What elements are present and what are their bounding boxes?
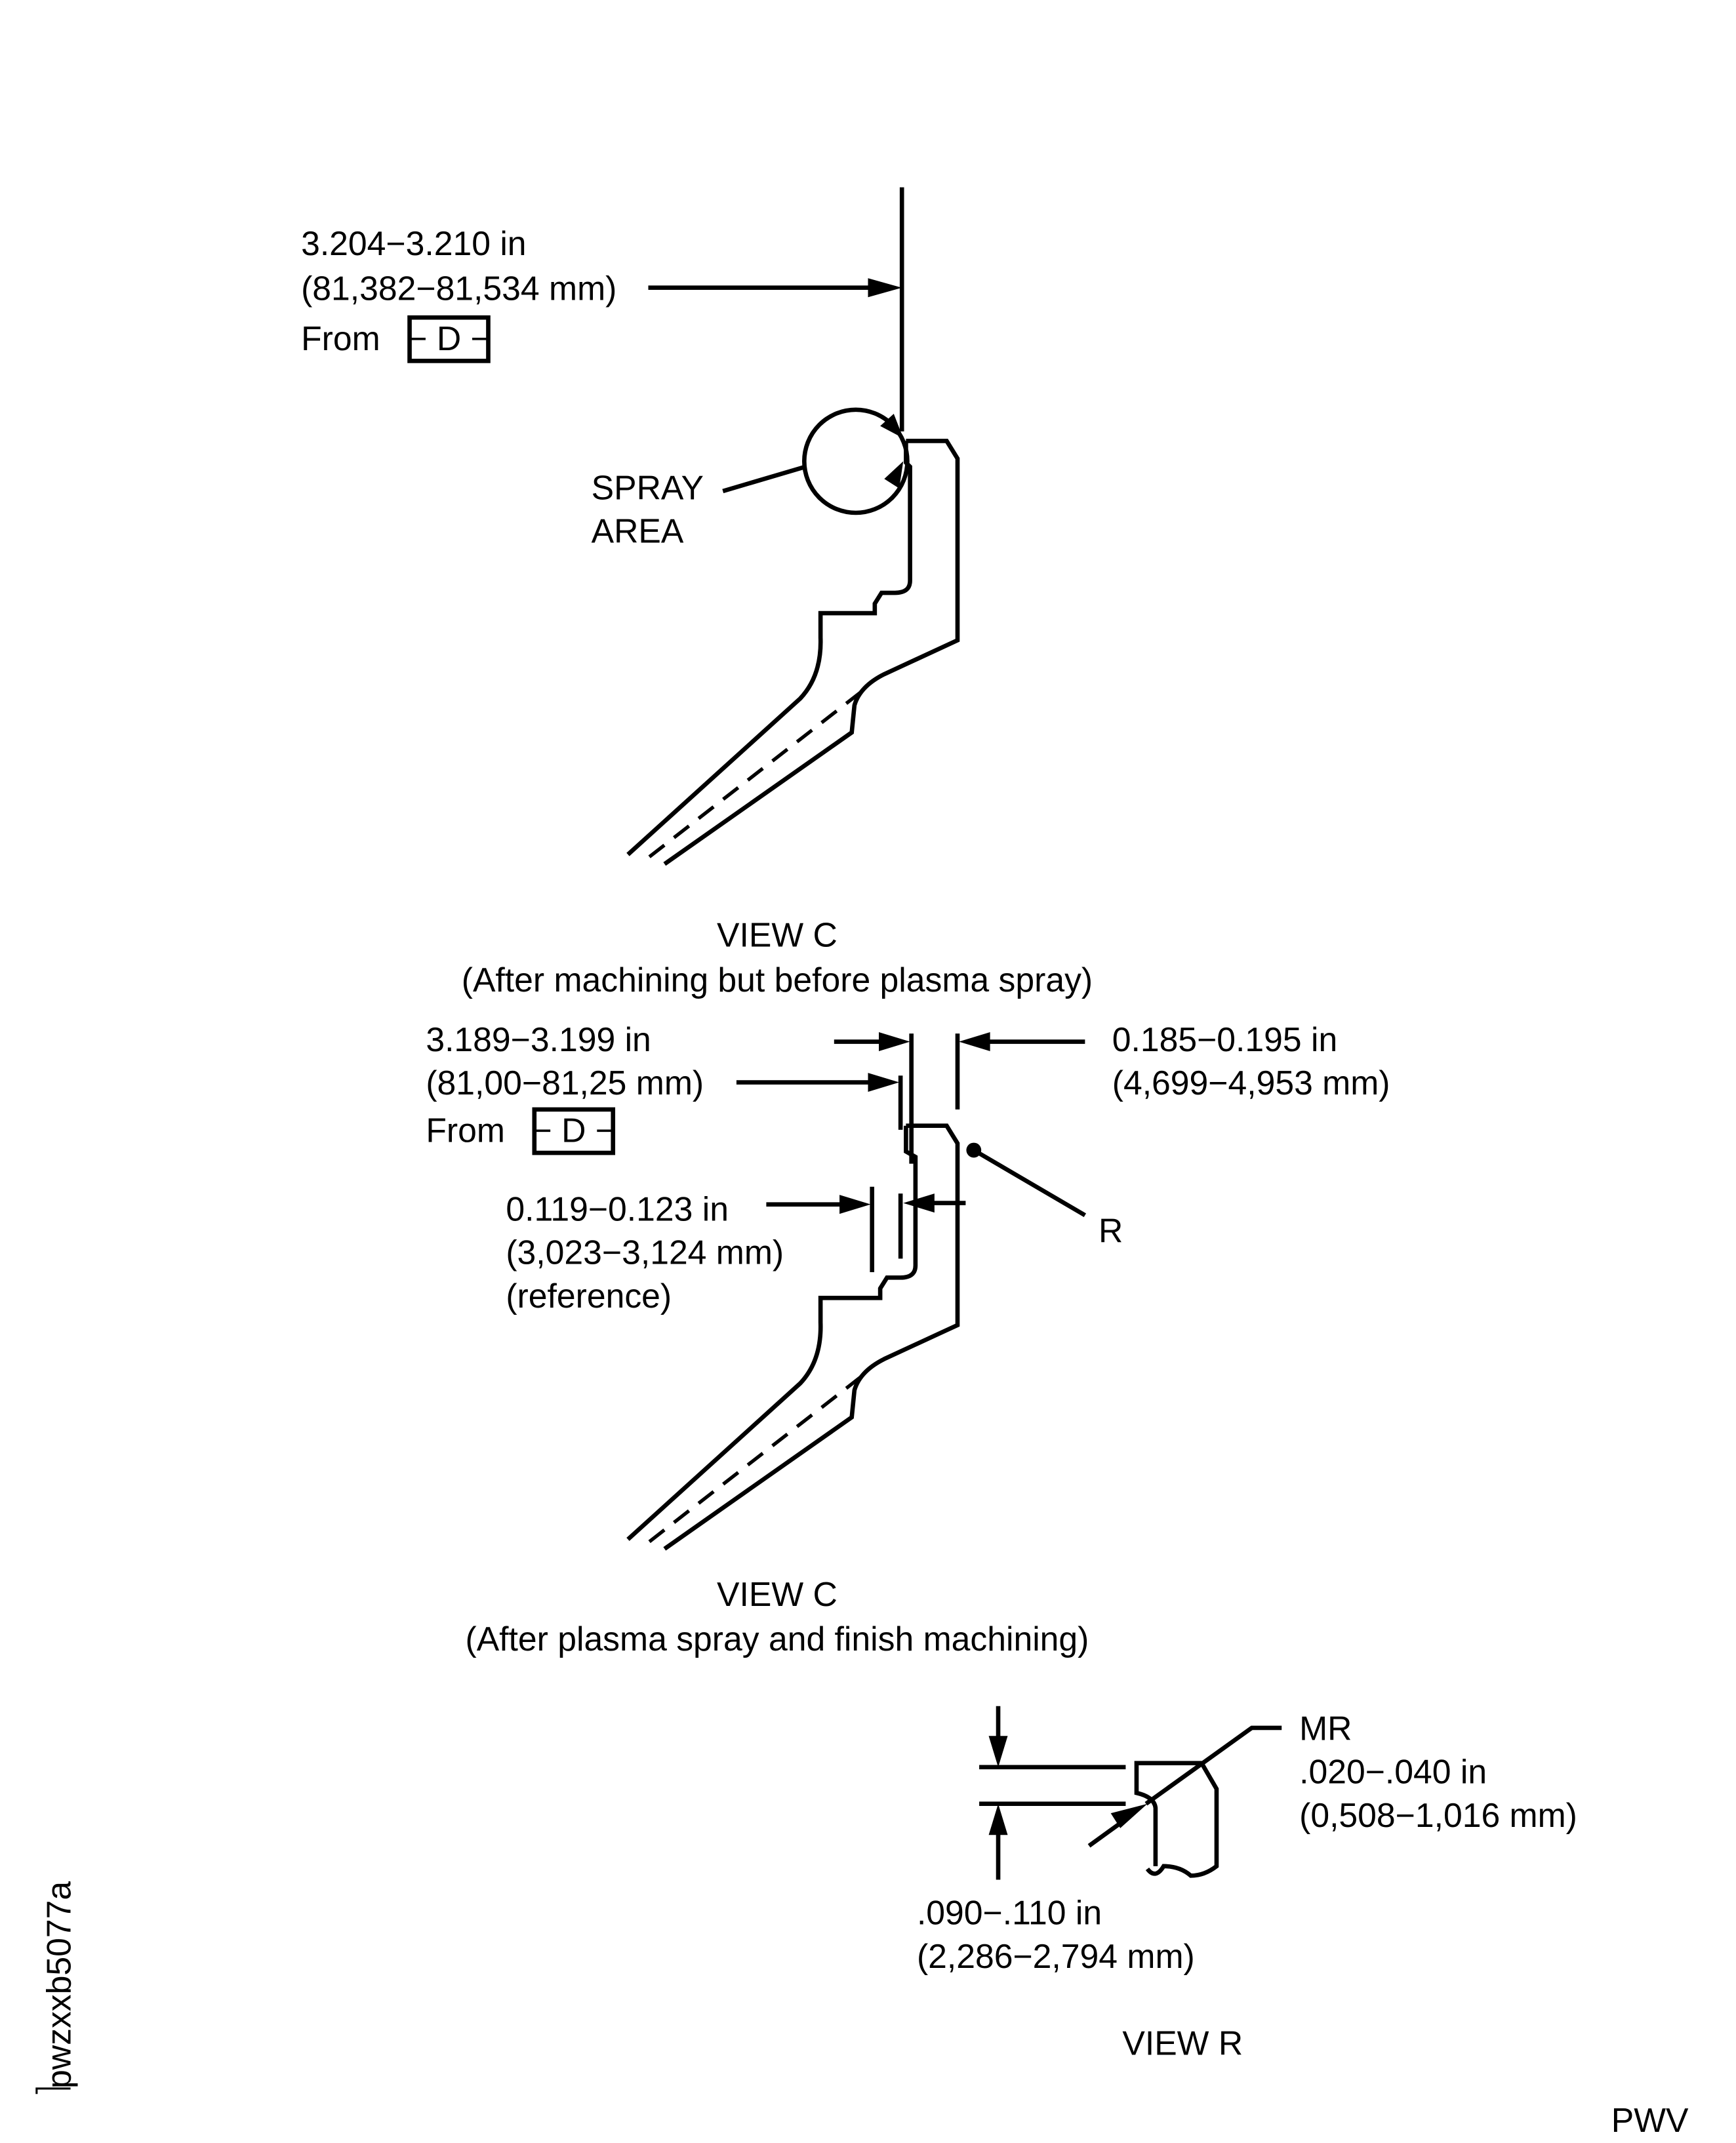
arrow-icon <box>959 1032 990 1051</box>
dim1-inch: 3.189−3.199 in <box>426 1020 651 1058</box>
part-outline <box>663 439 960 866</box>
arrow-icon <box>903 1193 935 1213</box>
view-title: VIEW R <box>1122 2024 1243 2062</box>
figure-id: pwzxxb5077a <box>40 1881 78 2089</box>
view-title: VIEW C <box>717 916 838 954</box>
dim-inch: .090−.110 in <box>917 1894 1102 1932</box>
part-outline <box>626 1125 918 1541</box>
corner-label: PWV <box>1611 2101 1689 2139</box>
spray-label: SPRAY <box>592 468 704 506</box>
arrow-icon <box>879 1032 910 1051</box>
dim3-mm: (3,023−3,124 mm) <box>506 1233 784 1272</box>
arrow-icon <box>839 1195 871 1214</box>
spray-label: AREA <box>592 511 684 550</box>
dim3-note: (reference) <box>506 1277 672 1315</box>
view-subtitle: (After machining but before plasma spray… <box>462 961 1093 999</box>
dim1-mm: (81,00−81,25 mm) <box>426 1064 704 1102</box>
dim2-inch: 0.185−0.195 in <box>1112 1020 1337 1058</box>
dim3-inch: 0.119−0.123 in <box>506 1190 729 1228</box>
r-label: R <box>1099 1212 1123 1250</box>
arrow-icon <box>868 278 902 298</box>
datum-label: − D − <box>533 1112 615 1150</box>
view-c-after: 3.189−3.199 in (81,00−81,25 mm) From − D… <box>426 1020 1390 1658</box>
part-outline <box>1134 1761 1219 1878</box>
mr-inch: .020−.040 in <box>1299 1753 1487 1791</box>
part-outline <box>626 441 912 856</box>
dim2-mm: (4,699−4,953 mm) <box>1112 1064 1390 1102</box>
view-c-before: 3.204−3.210 in (81,382−81,534 mm) From −… <box>301 187 1093 999</box>
arrow-icon <box>880 414 904 439</box>
from-label: From <box>426 1112 505 1150</box>
dim-inch: 3.204−3.210 in <box>301 224 526 262</box>
arrow-icon <box>1110 1803 1148 1828</box>
view-r: MR .020−.040 in (0,508−1,016 mm) .090−.1… <box>917 1706 1577 2062</box>
datum-box <box>532 1107 616 1155</box>
arrow-icon <box>884 461 904 489</box>
view-title: VIEW C <box>717 1575 838 1613</box>
arrow-icon <box>988 1803 1008 1835</box>
dim-mm: (81,382−81,534 mm) <box>301 269 616 307</box>
mr-mm: (0,508−1,016 mm) <box>1299 1796 1577 1834</box>
dim-mm: (2,286−2,794 mm) <box>917 1937 1195 1975</box>
part-outline <box>663 1123 960 1551</box>
arrow-icon <box>988 1736 1008 1767</box>
datum-box <box>407 315 491 363</box>
view-subtitle: (After plasma spray and finish machining… <box>465 1620 1089 1658</box>
datum-label: − D − <box>407 319 490 357</box>
arrow-icon <box>868 1073 900 1092</box>
from-label: From <box>301 319 380 357</box>
mr-label: MR <box>1299 1710 1352 1748</box>
